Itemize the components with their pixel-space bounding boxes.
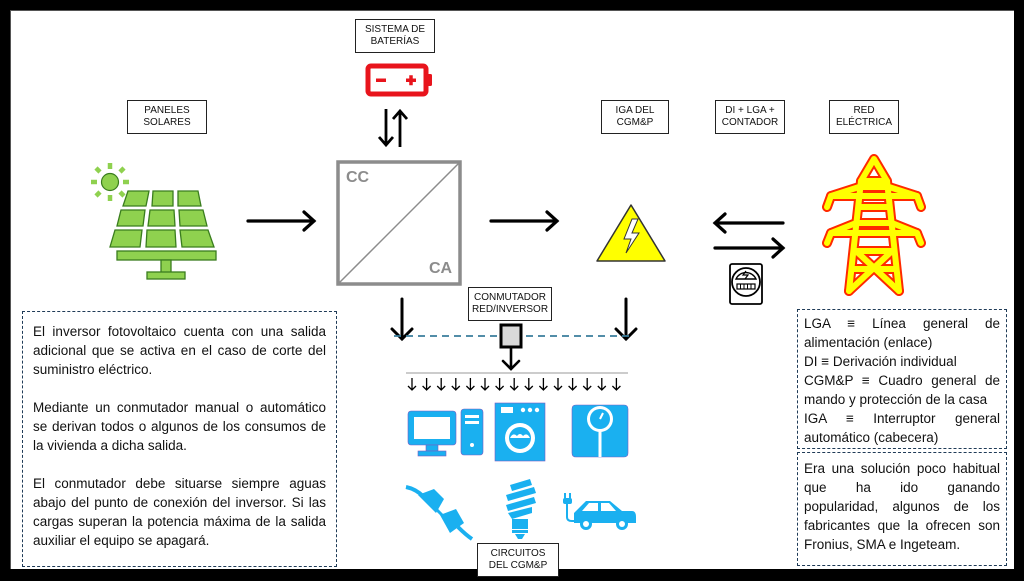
small-down-arrow-icon xyxy=(436,378,446,391)
diagram-canvas: SISTEMA DE BATERÍAS PANELES SOLARES xyxy=(10,10,1014,577)
small-down-arrow-icon xyxy=(611,378,621,391)
distribution-bar xyxy=(406,372,628,391)
arrow-iga-to-bus xyxy=(614,297,638,342)
label-line: PANELES xyxy=(144,105,190,116)
bidirectional-arrows-battery xyxy=(377,108,409,148)
label-line: BATERÍAS xyxy=(370,36,420,47)
note-paragraph: Era una solución poco habitual que ha id… xyxy=(804,461,1000,552)
label-circuits: CIRCUITOS DEL CGM&P xyxy=(477,543,559,577)
note-paragraph: El inversor fotovoltaico cuenta con una … xyxy=(33,324,326,377)
note-paragraph: El conmutador debe situarse siempre agua… xyxy=(33,476,326,548)
arrow-inverter-to-iga xyxy=(489,210,560,232)
glossary-entry: LGA ≡ Línea general de alimentación (enl… xyxy=(804,316,1000,350)
label-line: SOLARES xyxy=(143,117,191,128)
label-line: DI + LGA + xyxy=(725,105,775,116)
high-voltage-warning-icon xyxy=(596,204,666,262)
light-bulb-icon xyxy=(506,479,536,539)
small-down-arrow-icon xyxy=(451,378,461,391)
scale-icon xyxy=(571,404,629,458)
small-down-arrow-icon xyxy=(553,378,563,391)
inverter-icon xyxy=(336,160,462,286)
arrow-inverter-to-bus xyxy=(390,297,414,342)
small-down-arrow-icon xyxy=(524,378,534,391)
label-line: CGM&P xyxy=(616,117,654,128)
small-down-arrow-icon xyxy=(495,378,505,391)
small-down-arrow-icon xyxy=(509,378,519,391)
small-down-arrow-icon xyxy=(465,378,475,391)
label-iga: IGA DEL CGM&P xyxy=(601,100,669,134)
electricity-meter-icon xyxy=(729,263,763,305)
sun-icon xyxy=(91,163,129,201)
small-down-arrow-icon xyxy=(538,378,548,391)
arrow-solar-to-inverter xyxy=(246,210,317,232)
label-batteries: SISTEMA DE BATERÍAS xyxy=(355,19,435,53)
label-line: RED/INVERSOR xyxy=(471,304,549,315)
label-line: DEL CGM&P xyxy=(488,560,548,571)
label-line: SISTEMA DE xyxy=(364,24,425,35)
small-down-arrow-icon xyxy=(480,378,490,391)
plug-icon xyxy=(405,485,474,541)
computer-icon xyxy=(407,408,484,457)
label-line: RED xyxy=(853,105,875,116)
note-paragraph: Mediante un conmutador manual o automáti… xyxy=(33,400,326,453)
label-solar-panels: PANELES SOLARES xyxy=(127,100,207,134)
glossary-entry: DI ≡ Derivación individual xyxy=(804,354,957,369)
glossary-entry: IGA ≡ Interruptor general automático (ca… xyxy=(804,411,1000,445)
small-down-arrow-icon xyxy=(422,378,432,391)
inverter-dc-label: CC xyxy=(346,169,370,186)
label-line: IGA DEL xyxy=(615,105,655,116)
inverter-ac-label: CA xyxy=(429,260,453,277)
small-down-arrow-icon xyxy=(582,378,592,391)
note-left-explanation: El inversor fotovoltaico cuenta con una … xyxy=(22,311,337,567)
washing-machine-icon xyxy=(494,402,546,462)
small-down-arrow-icon xyxy=(597,378,607,391)
label-di-lga-meter: DI + LGA + CONTADOR xyxy=(715,100,785,134)
label-line: ELÉCTRICA xyxy=(835,117,893,128)
label-line: CIRCUITOS xyxy=(490,548,546,559)
label-line: CONMUTADOR xyxy=(473,292,547,303)
transfer-switch-icon xyxy=(499,323,523,371)
solar-panel-icon xyxy=(109,190,217,280)
bidirectional-arrows-grid xyxy=(712,212,786,259)
electric-car-icon xyxy=(563,493,636,530)
label-switch: CONMUTADOR RED/INVERSOR xyxy=(468,287,552,321)
battery-icon xyxy=(365,63,432,97)
small-down-arrow-icon xyxy=(568,378,578,391)
note-manufacturers: Era una solución poco habitual que ha id… xyxy=(797,452,1007,566)
label-line: CONTADOR xyxy=(721,117,779,128)
note-glossary: LGA ≡ Línea general de alimentación (enl… xyxy=(797,309,1007,449)
small-down-arrow-icon xyxy=(407,378,417,391)
power-pylon-icon xyxy=(822,154,926,296)
label-grid: RED ELÉCTRICA xyxy=(829,100,899,134)
glossary-entry: CGM&P ≡ Cuadro general de mando y protec… xyxy=(804,373,1000,407)
